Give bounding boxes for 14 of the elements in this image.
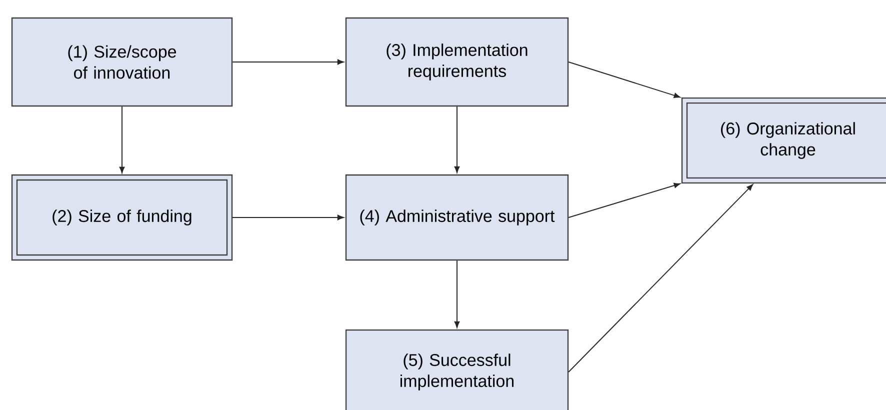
arrow — [568, 184, 754, 372]
process-box: (5) Successful implementation — [345, 329, 569, 410]
arrow — [568, 62, 680, 98]
arrow — [454, 260, 460, 328]
process-box: (3) Implementation requirements — [345, 17, 569, 107]
arrow — [232, 59, 344, 65]
process-box: (4) Administrative support — [345, 174, 569, 261]
arrow — [232, 214, 344, 220]
process-box: (2) Size of funding — [11, 174, 233, 261]
arrow — [119, 106, 125, 174]
arrow — [568, 182, 680, 218]
process-box: (1) Size/scope of innovation — [11, 17, 233, 107]
arrow — [454, 106, 460, 173]
process-box: (6) Organizational change — [681, 97, 886, 184]
